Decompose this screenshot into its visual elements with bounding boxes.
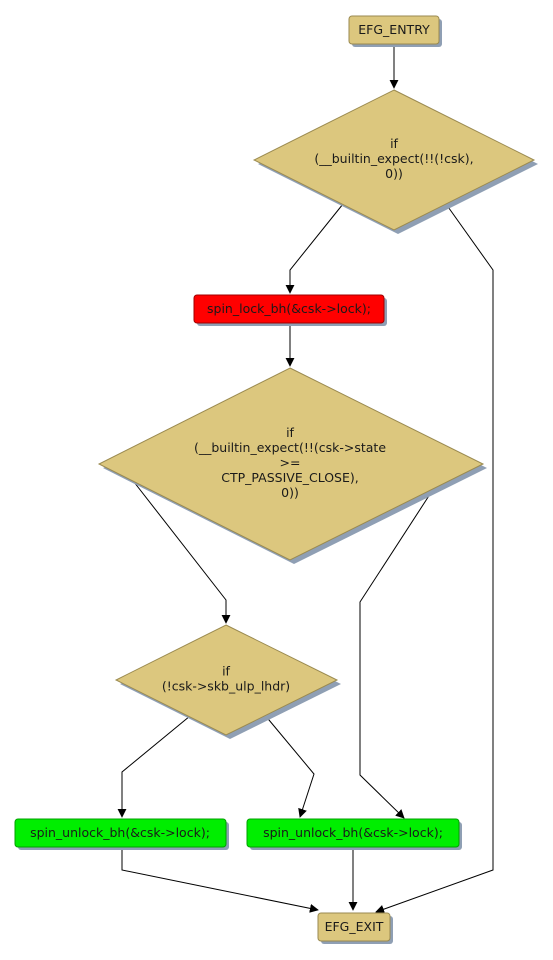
node-label-line: if: [286, 425, 294, 440]
svg-text:if(__builtin_expect(!!(csk->st: if(__builtin_expect(!!(csk->state>=CTP_P…: [194, 425, 386, 500]
node-label-line: (!csk->skb_ulp_lhdr): [162, 679, 290, 694]
edge-cond3-to-unlock-right: [263, 713, 315, 818]
svg-text:EFG_ENTRY: EFG_ENTRY: [358, 22, 430, 37]
node-spin-lock[interactable]: spin_lock_bh(&csk->lock);: [193, 294, 387, 326]
svg-text:spin_lock_bh(&csk->lock);: spin_lock_bh(&csk->lock);: [207, 301, 371, 316]
node-label-line: if: [222, 664, 230, 679]
node-label-line: (__builtin_expect(!!(!csk),: [314, 151, 473, 166]
node-spin-unlock-right[interactable]: spin_unlock_bh(&csk->lock);: [246, 818, 462, 850]
edge-cond1-to-lock: [285, 203, 344, 294]
edge-cond3-to-unlock-left: [117, 715, 191, 818]
svg-text:if(__builtin_expect(!!(!csk),0: if(__builtin_expect(!!(!csk),0)): [314, 136, 473, 181]
node-label-line: EFG_ENTRY: [358, 22, 430, 37]
node-label-line: spin_unlock_bh(&csk->lock);: [263, 825, 443, 840]
node-exit[interactable]: EFG_EXIT: [317, 912, 393, 944]
node-cond3[interactable]: if(!csk->skb_ulp_lhdr): [114, 624, 341, 739]
node-label-line: 0)): [385, 166, 403, 181]
edges: [117, 45, 494, 914]
svg-text:spin_unlock_bh(&csk->lock);: spin_unlock_bh(&csk->lock);: [30, 825, 210, 840]
node-label-line: CTP_PASSIVE_CLOSE),: [221, 470, 358, 485]
edge-cond1-to-exit: [375, 203, 494, 914]
node-spin-unlock-left[interactable]: spin_unlock_bh(&csk->lock);: [14, 818, 229, 850]
node-label-line: >=: [280, 455, 301, 470]
node-cond2[interactable]: if(__builtin_expect(!!(csk->state>=CTP_P…: [97, 367, 487, 564]
node-label-line: EFG_EXIT: [325, 919, 384, 934]
node-label-line: spin_lock_bh(&csk->lock);: [207, 301, 371, 316]
edge-cond2-to-unlock-right: [359, 487, 435, 819]
node-label-line: spin_unlock_bh(&csk->lock);: [30, 825, 210, 840]
svg-text:EFG_EXIT: EFG_EXIT: [325, 919, 384, 934]
svg-text:if(!csk->skb_ulp_lhdr): if(!csk->skb_ulp_lhdr): [162, 664, 290, 694]
node-label-line: (__builtin_expect(!!(csk->state: [194, 440, 386, 455]
edge-cond2-to-cond3: [133, 481, 231, 624]
node-cond1[interactable]: if(__builtin_expect(!!(!csk),0)): [252, 89, 538, 234]
node-entry[interactable]: EFG_ENTRY: [348, 15, 442, 47]
node-label-line: 0)): [281, 485, 299, 500]
svg-text:spin_unlock_bh(&csk->lock);: spin_unlock_bh(&csk->lock);: [263, 825, 443, 840]
node-label-line: if: [390, 136, 398, 151]
edge-unlock-left-to-exit: [121, 849, 319, 913]
